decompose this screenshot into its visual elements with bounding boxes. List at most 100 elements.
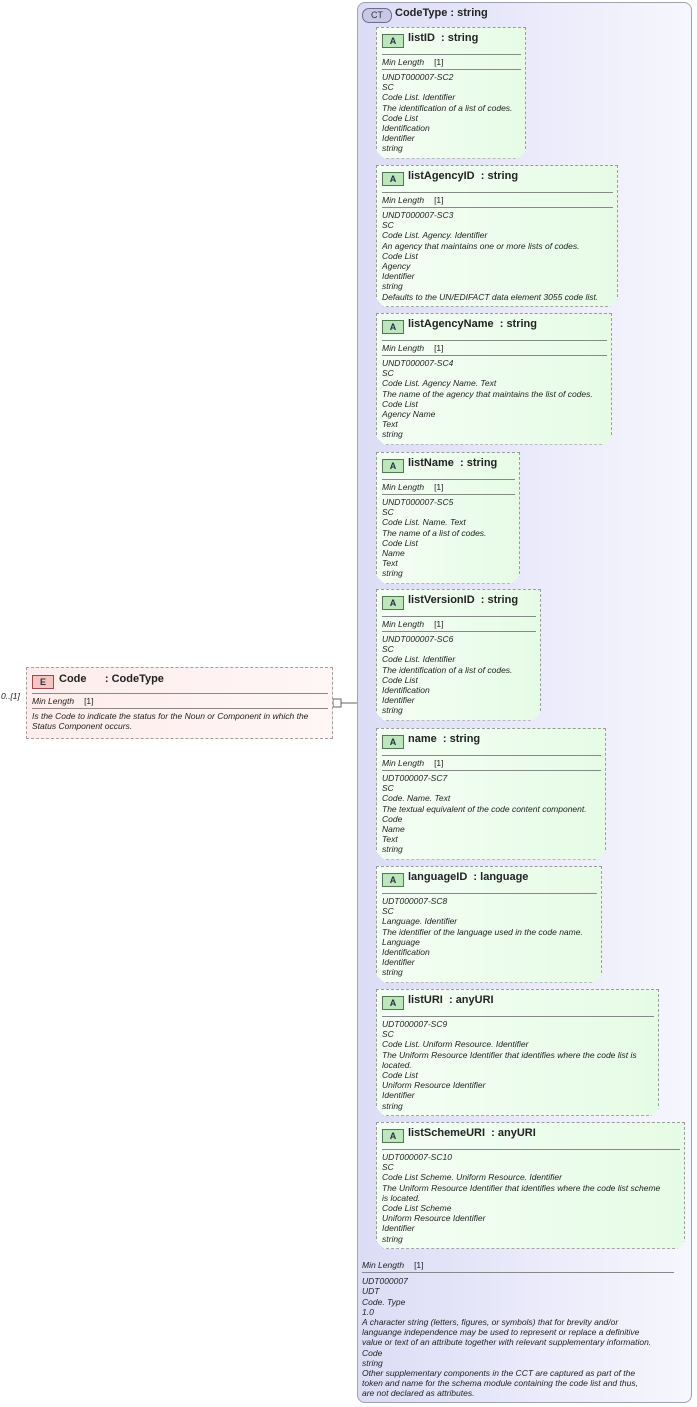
divider <box>382 355 607 356</box>
divider <box>382 494 515 495</box>
attribute-note-line: The Uniform Resource Identifier that ide… <box>382 1049 637 1060</box>
attribute-type: : anyURI <box>448 994 494 1006</box>
facet-label: Min Length <box>382 195 425 205</box>
attribute-note-line: UNDT000007-SC3 <box>382 210 454 220</box>
attribute-note-line: UDT000007-SC9 <box>382 1019 448 1029</box>
attribute-name: listAgencyName <box>408 318 494 330</box>
attribute-type: : string <box>459 457 498 469</box>
attribute-note-line: The identifier of the language used in t… <box>382 926 583 937</box>
element-badge: E <box>32 675 54 689</box>
divider <box>382 893 597 894</box>
attribute-note-line: SC <box>382 644 394 655</box>
element-code-box[interactable]: E Code : CodeType Min Length[1] Is the C… <box>26 667 333 739</box>
attribute-note-line: Code <box>382 813 403 824</box>
sequence-compositor-marker <box>332 698 342 708</box>
attribute-note-line: Identifier <box>382 133 415 144</box>
attribute-note-line: Identifier <box>382 271 415 282</box>
complex-type-note-line: Code. Type <box>362 1296 406 1307</box>
facet-label: Min Length <box>382 57 425 67</box>
complex-type-note-line: UDT <box>362 1286 380 1297</box>
attribute-note-line: string <box>382 143 403 154</box>
complex-type-title: CodeType : string <box>395 7 488 19</box>
complex-type-note-line: languange independence may be used to re… <box>362 1327 640 1338</box>
attribute-note-line: Text <box>382 558 398 569</box>
attribute-title: listID : string <box>408 32 478 44</box>
attribute-note-line: UNDT000007-SC5 <box>382 497 454 507</box>
attribute-note-line: UDT000007-SC8 <box>382 896 448 906</box>
element-doc-line: Status Component occurs. <box>32 721 133 732</box>
attribute-name: listVersionID <box>408 594 475 606</box>
attribute-name: name <box>408 733 437 745</box>
attribute-note-line: The identification of a list of codes. <box>382 664 513 675</box>
attribute-note-line: Code List <box>382 537 418 548</box>
attribute-name: listAgencyID <box>408 170 475 182</box>
attribute-note-line: SC <box>382 507 394 518</box>
attribute-facet: Min Length [1] <box>382 195 613 205</box>
attribute-note-line: string <box>382 1100 403 1111</box>
attribute-note-line: string <box>382 429 403 440</box>
complex-type-note-line: value or text of an attribute together w… <box>362 1337 652 1348</box>
complex-type-note-line: Code <box>362 1347 383 1358</box>
attribute-note-line: UNDT000007-SC4 <box>382 358 454 368</box>
divider <box>382 631 536 632</box>
facet-label: Min Length <box>382 343 425 353</box>
divider <box>382 54 521 55</box>
attribute-note-line: Agency Name <box>382 409 436 420</box>
attribute-note-line: Agency <box>382 261 411 272</box>
divider <box>382 1149 680 1150</box>
facet-label: Min Length <box>382 619 425 629</box>
complex-type-note-line: are not declared as attributes. <box>362 1388 475 1399</box>
element-body: Min Length[1] Is the Code to indicate th… <box>32 692 328 731</box>
attribute-note-line: SC <box>382 1162 394 1173</box>
attribute-facet: Min Length[1] <box>382 343 607 353</box>
attribute-facet: Min Length[1] <box>382 758 601 768</box>
facet-value: [1] <box>84 696 94 706</box>
attribute-note-line: SC <box>382 906 394 917</box>
attribute-note-line: SC <box>382 368 394 379</box>
attribute-note-line: Identification <box>382 123 430 134</box>
attribute-note-line: Code List <box>382 674 418 685</box>
attribute-type: : language <box>473 871 529 883</box>
attribute-note-line: Code List <box>382 112 418 123</box>
attribute-note-line: An agency that maintains one or more lis… <box>382 240 580 251</box>
attribute-note-line: SC <box>382 1029 394 1040</box>
complex-type-badge: CT <box>362 8 392 23</box>
attribute-badge: A <box>382 596 404 610</box>
attribute-note-line: Identifier <box>382 1223 415 1234</box>
attribute-note-line: UDT000007-SC7 <box>382 773 448 783</box>
element-type: : CodeType <box>104 673 164 685</box>
attribute-note-line: Identifier <box>382 957 415 968</box>
attribute-facet: Min Length[1] <box>382 482 515 492</box>
attribute-note-line: Text <box>382 419 398 430</box>
attribute-note-line: UNDT000007-SC2 <box>382 72 454 82</box>
facet-value: [1] <box>434 195 444 205</box>
complex-type-name: CodeType <box>395 7 448 19</box>
attribute-note-line: Identification <box>382 685 430 696</box>
attribute-badge: A <box>382 1129 404 1143</box>
attribute-name: listID <box>408 32 435 44</box>
divider <box>382 69 521 70</box>
attribute-title: listVersionID : string <box>408 594 518 606</box>
complex-type-note-line: string <box>362 1357 383 1368</box>
attribute-note-line: Identification <box>382 947 430 958</box>
attribute-note-line: Identifier <box>382 695 415 706</box>
attribute-note-line: Name <box>382 824 405 835</box>
